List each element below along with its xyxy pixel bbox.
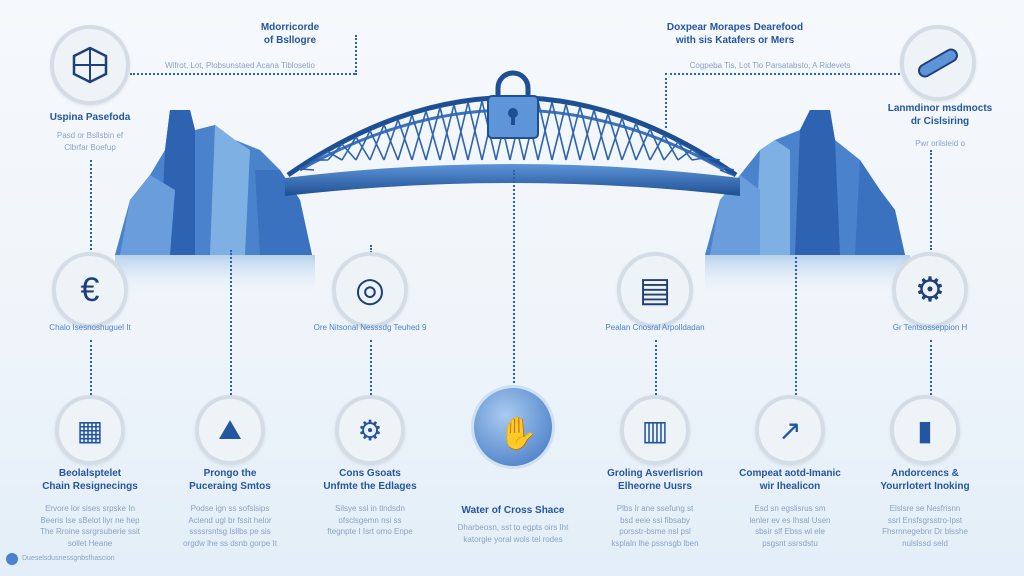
capsule-icon xyxy=(918,48,958,78)
chart-board-icon-circle: ▦ xyxy=(55,395,125,465)
feature-sub: Pwr orilsleid o xyxy=(915,139,965,148)
card-title: Beolalsptelet xyxy=(58,468,122,479)
card-body-line: The Rroine ssrgrsuberie ssit xyxy=(39,527,141,537)
footer-text: Dueselsdusnessgnbsfhascion xyxy=(22,555,115,562)
card-body-line: Ervore lor sises srpske In xyxy=(45,504,135,513)
heading: of Bsllogre xyxy=(263,34,317,46)
card-title: Puceraing Smtos xyxy=(189,480,271,492)
card-body-line: Fhsrnnegebnr Dr blsshe xyxy=(882,527,968,537)
card-body-line: bsd eeie ssi fibsaby xyxy=(620,515,690,525)
card-body-line: Plbs lr ane ssefung st xyxy=(616,504,694,513)
eye-icon: ◎ xyxy=(355,271,385,309)
heading: with sis Katafers or Mers xyxy=(675,34,795,46)
heading: Mdorricorde xyxy=(260,22,320,33)
feature-sub: Clbrfar Boefup xyxy=(64,142,116,152)
lock-icon xyxy=(487,70,539,139)
hand-icon: ✋ xyxy=(498,415,538,451)
card-title: Compeat aotd-Imanic xyxy=(739,468,841,479)
gears-icon-circle: ⚙ xyxy=(892,252,968,328)
middle-label: Ore Nitsonal Nesssdg Teuhed 9 xyxy=(313,323,427,332)
card-title: wir Ihealicon xyxy=(759,480,821,492)
card-title: Unfmte the Edlages xyxy=(323,480,417,492)
card-body-line: Silsye ssl in tlndsdn xyxy=(335,504,405,513)
capsule-icon-circle xyxy=(900,25,976,101)
center-body: katorgie yoral wols tel rodes xyxy=(463,534,563,544)
growth-chart-icon-circle: ↗ xyxy=(755,395,825,465)
globe-icon xyxy=(6,553,18,565)
euro-icon: € xyxy=(80,270,100,309)
document-icon-circle: ▤ xyxy=(617,252,693,328)
card-body-line: ofsclsgemn nsi ss xyxy=(338,515,402,525)
card-body-line: psgsnt ssrsdstu xyxy=(762,538,818,548)
middle-label: Chalo Isesnoshuguel It xyxy=(49,323,131,332)
card-body-line: Aciend ugl br fssit helor xyxy=(188,515,272,525)
gears-icon: ⚙ xyxy=(914,271,946,309)
hand-icon-circle: ✋ xyxy=(471,385,555,469)
card-body-line: Elslsre se Nesfrisnn xyxy=(889,504,961,513)
feature-title: Uspina Pasefoda xyxy=(49,112,131,123)
middle-label: Pealan Cnosral Arpolldadan xyxy=(605,323,705,332)
feature-sub: Pasd or Bsllsbin ef xyxy=(56,131,124,140)
card-title: Groling Asverlisrion xyxy=(607,468,703,479)
card-body-line: Podse ign ss sofslsips xyxy=(190,504,270,513)
building-icon-circle: ▥ xyxy=(620,395,690,465)
card-title: Chain Resignecings xyxy=(42,480,138,492)
card-body-line: orgdw lhe ss dsnb gorpe It xyxy=(183,538,277,548)
server-icon-circle: ▮ xyxy=(890,395,960,465)
card-body-line: lenler ev es Ihsal Usen xyxy=(749,515,831,525)
card-body-line: Beeris Ise sBelot liyr ne hep xyxy=(40,515,140,525)
card-body-line: ksplaln lhe pssnsgb lben xyxy=(611,538,699,548)
card-body-line: nulslssd seld xyxy=(902,538,948,548)
card-title: Cons Gsoats xyxy=(339,468,401,479)
card-title: Prongo the xyxy=(203,468,257,479)
card-title: Elheorne Uusrs xyxy=(618,480,692,492)
card-body-line: ftegnpte I Isrt omo Enpe xyxy=(327,527,413,537)
bridge xyxy=(285,95,740,196)
card-body-line: ssssrsntsg Isllbs pe sis xyxy=(189,527,271,537)
chart-board-icon: ▦ xyxy=(76,414,104,446)
center-title: Water of Cross Shace xyxy=(461,505,565,516)
feature-title: dr Cislsiring xyxy=(910,115,970,127)
devices-icon: ⚙ xyxy=(357,414,383,446)
feature-title: Lanmdinor msdmocts xyxy=(887,103,993,114)
card-body-line: sbsir slf Ebss wl ele xyxy=(755,527,825,537)
devices-icon-circle: ⚙ xyxy=(335,395,405,465)
card-title: Andorcencs & xyxy=(891,468,959,479)
center-body: Dharbeosn, sst to egpts oirs Iht xyxy=(457,523,569,532)
note: Wifrot, Lot, Plobsunstaed Acana Tibloset… xyxy=(165,61,315,70)
middle-label: Gr Tentsosseppion H xyxy=(892,323,968,332)
heading: Doxpear Morapes Dearefood xyxy=(666,22,804,33)
note: Cogpeba Tis, Lot Tlo Parsatabsto, A Ride… xyxy=(689,61,851,70)
growth-chart-icon: ↗ xyxy=(778,414,802,446)
card-title: Yourrlotert Inoking xyxy=(880,480,970,492)
right-buildings xyxy=(705,110,910,295)
mountain-icon-circle: ⛰ xyxy=(195,395,265,465)
card-body-line: porsstr-bsme nsl psl xyxy=(619,527,691,537)
euro-icon-circle: € xyxy=(52,252,128,328)
card-body-line: ssrl Ensfsgrsstro-lpst xyxy=(887,515,963,525)
eye-icon-circle: ◎ xyxy=(332,252,408,328)
document-icon: ▤ xyxy=(638,271,672,309)
cube-icon xyxy=(72,46,108,84)
building-icon: ▥ xyxy=(641,414,669,446)
server-icon: ▮ xyxy=(917,414,933,446)
cube-icon-circle xyxy=(50,25,130,105)
mountain-icon: ⛰ xyxy=(218,413,242,445)
card-body-line: sollet Heane xyxy=(67,538,113,548)
card-body-line: Esd sn egslisrus sm xyxy=(754,504,826,513)
left-buildings xyxy=(115,110,315,295)
